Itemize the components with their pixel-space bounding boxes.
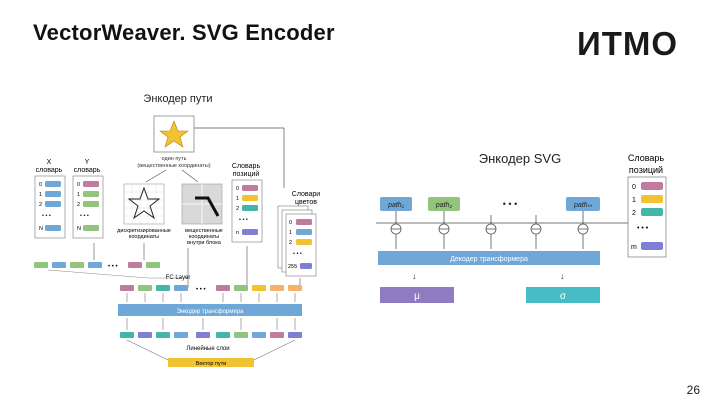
output-token-row — [120, 332, 302, 338]
color-dict-title-2: цветов — [295, 199, 317, 206]
path-vector-bar — [168, 358, 254, 367]
svg-pos-dict-row: 1 — [632, 197, 636, 204]
path-encoder-heading: Энкодер пути — [143, 93, 212, 105]
color-dict-row: • • • — [293, 251, 302, 257]
y-dict-row: 0 — [77, 182, 80, 188]
color-dict-row: 0 — [289, 220, 292, 226]
color-dict-row: 255 — [288, 264, 297, 270]
discrete-grid — [123, 183, 165, 225]
pos-dict-title-2: позиций — [233, 170, 260, 178]
path-encoder-diagram: Энкодер пути один путь (вещественные коо… — [34, 93, 321, 367]
x-dict-row: 2 — [39, 202, 42, 208]
input-token-row: • • • — [34, 262, 160, 270]
svg-encoder-heading: Энкодер SVG — [479, 151, 561, 166]
y-dict-row: • • • — [80, 213, 89, 219]
svg-pos-dict-row: m — [631, 244, 637, 251]
x-dict-title-1: X — [47, 159, 52, 166]
x-dict-row: N — [39, 226, 43, 232]
path-2-token — [428, 197, 460, 211]
pos-dict-row: 2 — [236, 206, 239, 212]
mu-label: μ — [414, 291, 420, 302]
discrete-caption-1: дискретизированные — [117, 228, 171, 234]
svg-text:↓: ↓ — [412, 271, 417, 281]
discrete-caption-2: координаты — [129, 234, 159, 240]
pos-dict-row: 1 — [236, 196, 239, 202]
transformer-encoder-bar — [118, 304, 302, 316]
path-1-token — [380, 197, 412, 211]
real-caption-1: вещественные — [185, 228, 223, 234]
svg-pos-dict-row: 2 — [632, 210, 636, 217]
sigma-box — [526, 287, 600, 303]
path-m-token — [566, 197, 600, 211]
color-dict-row: 1 — [289, 230, 292, 236]
path-m-label: pathₘ — [573, 202, 593, 209]
y-dict-row: 2 — [77, 202, 80, 208]
path-dots: • • • — [503, 199, 517, 209]
svg-text:• • •: • • • — [196, 287, 206, 293]
real-caption-2: координаты — [189, 234, 219, 240]
svg-pos-dict-title-1: Словарь — [628, 153, 665, 163]
x-dict-title-2: словарь — [36, 167, 63, 174]
embedding-token-row: • • • — [120, 285, 302, 293]
y-dict-row: 1 — [77, 192, 80, 198]
svg-pos-dict-title-2: позиций — [629, 165, 663, 175]
svg-pos-dict-row: 0 — [632, 184, 636, 191]
path-2-label: path₂ — [435, 202, 453, 209]
transformer-decoder-bar — [378, 251, 600, 265]
color-dict-row: 2 — [289, 240, 292, 246]
svg-encoder-diagram: Энкодер SVG path₁ path₂ • • • pathₘ Деко… — [376, 151, 667, 303]
itmo-logo: ИTMO — [577, 25, 697, 67]
discrete-star-icon — [127, 186, 161, 220]
path-1-label: path₁ — [387, 202, 405, 209]
linear-layers-label: Линейные слои — [186, 345, 229, 352]
pos-dict-title-1: Словарь — [232, 163, 261, 170]
pos-dict-row: • • • — [239, 217, 248, 223]
color-dict-title-1: Словари — [292, 191, 321, 198]
y-dict-title-1: Y — [85, 159, 90, 166]
pos-dict-row: n — [236, 230, 239, 236]
svg-text:↓: ↓ — [560, 271, 565, 281]
mu-box — [380, 287, 454, 303]
svg-pos-dict-row: • • • — [637, 225, 649, 232]
token-dots: • • • — [108, 264, 118, 270]
y-dict-row: N — [77, 226, 81, 232]
page-number: 26 — [686, 383, 700, 397]
x-dict-row: • • • — [42, 213, 51, 219]
svg-text:ИTMO: ИTMO — [577, 26, 678, 62]
x-dict-row: 0 — [39, 182, 42, 188]
y-dict-title-2: словарь — [74, 167, 101, 174]
x-dict-row: 1 — [39, 192, 42, 198]
transformer-decoder-label: Декодер трансформера — [450, 256, 528, 263]
path-caption-2: (вещественные координаты) — [137, 163, 210, 169]
real-caption-3: внутри блока — [187, 240, 222, 246]
pos-dict-row: 0 — [236, 186, 239, 192]
path-vector-label: Вектор пути — [196, 361, 227, 367]
star-icon — [159, 120, 189, 148]
path-caption-1: один путь — [162, 156, 187, 162]
slide-title: VectorWeaver. SVG Encoder — [33, 20, 335, 45]
transformer-encoder-label: Энкодер трансформера — [177, 309, 245, 315]
sigma-label: σ — [560, 291, 567, 302]
